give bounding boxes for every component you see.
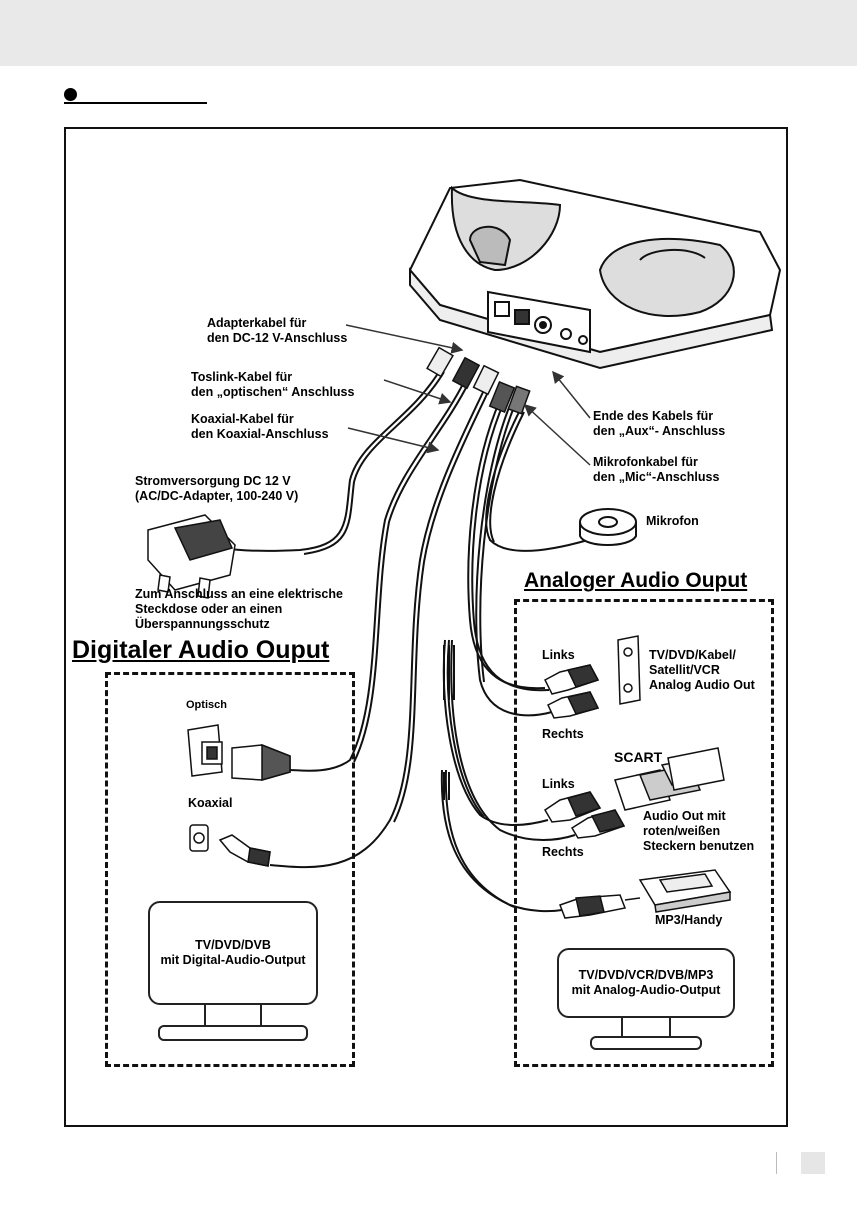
analog-tv-screen: TV/DVD/VCR/DVB/MP3 mit Analog-Audio-Outp… <box>557 948 735 1018</box>
scart-socket-illustration <box>667 747 725 791</box>
microphone-illustration <box>579 508 637 546</box>
callout-arrows <box>345 324 591 466</box>
analog-section-title: Analoger Audio Ouput <box>524 569 748 592</box>
mains-note-label: Zum Anschluss an eine elektrische Steckd… <box>135 587 343 631</box>
section-bullet-icon <box>64 88 77 101</box>
digital-tv-foot <box>158 1025 308 1041</box>
analog-tv-neck <box>621 1018 671 1038</box>
mic-cable-label: Mikrofonkabel für den „Mic“-Anschluss <box>593 455 720 484</box>
mp3-label: MP3/Handy <box>655 913 723 927</box>
analog-tv-label: TV/DVD/VCR/DVB/MP3 mit Analog-Audio-Outp… <box>571 968 721 997</box>
analog-tv-foot <box>590 1036 702 1050</box>
coaxial-label: Koaxial <box>188 796 233 810</box>
rca-plug-pair-2 <box>543 791 626 839</box>
scart-label: SCART <box>614 749 663 765</box>
header-band <box>0 0 857 66</box>
digital-output-box <box>105 672 355 1067</box>
digital-tv-screen: TV/DVD/DVB mit Digital-Audio-Output <box>148 901 318 1005</box>
coax-cable-label: Koaxial-Kabel für den Koaxial-Anschluss <box>191 412 329 441</box>
page-number-box <box>801 1152 825 1174</box>
heading-underline <box>64 102 207 104</box>
digital-section-title: Digitaler Audio Ouput <box>72 636 330 664</box>
microphone-label: Mikrofon <box>646 514 699 528</box>
cable-stubs <box>443 645 455 800</box>
digital-tv-label: TV/DVD/DVB mit Digital-Audio-Output <box>160 938 306 967</box>
links-label-1: Links <box>542 648 575 662</box>
page-separator <box>776 1152 777 1174</box>
toslink-cable-label: Toslink-Kabel für den „optischen“ Anschl… <box>191 370 355 399</box>
rechts-label-1: Rechts <box>542 727 584 741</box>
optical-connector-illustration <box>187 724 291 781</box>
base-plugs <box>426 346 531 415</box>
power-adapter-illustration <box>147 514 236 599</box>
jack-plug-illustration <box>559 894 641 919</box>
adapter-cable-label: Adapterkabel für den DC-12 V-Anschluss <box>207 316 348 345</box>
rca-plug-pair-1 <box>544 635 641 719</box>
digital-tv-neck <box>204 1005 262 1027</box>
coaxial-connector-illustration <box>189 824 271 867</box>
cables <box>221 369 589 913</box>
links-label-2: Links <box>542 777 575 791</box>
analog-source-1-label: TV/DVD/Kabel/ Satellit/VCR Analog Audio … <box>649 648 755 692</box>
optical-label: Optisch <box>186 699 227 711</box>
mp3-player-illustration <box>638 869 732 913</box>
diagram-frame <box>64 127 788 1127</box>
base-station-illustration <box>408 178 782 370</box>
aux-cable-label: Ende des Kabels für den „Aux“- Anschluss <box>593 409 726 438</box>
analog-output-box <box>514 599 774 1067</box>
rechts-label-2: Rechts <box>542 845 584 859</box>
power-supply-label: Stromversorgung DC 12 V (AC/DC-Adapter, … <box>135 474 299 503</box>
analog-source-2-label: Audio Out mit roten/weißen Steckern benu… <box>643 809 755 853</box>
